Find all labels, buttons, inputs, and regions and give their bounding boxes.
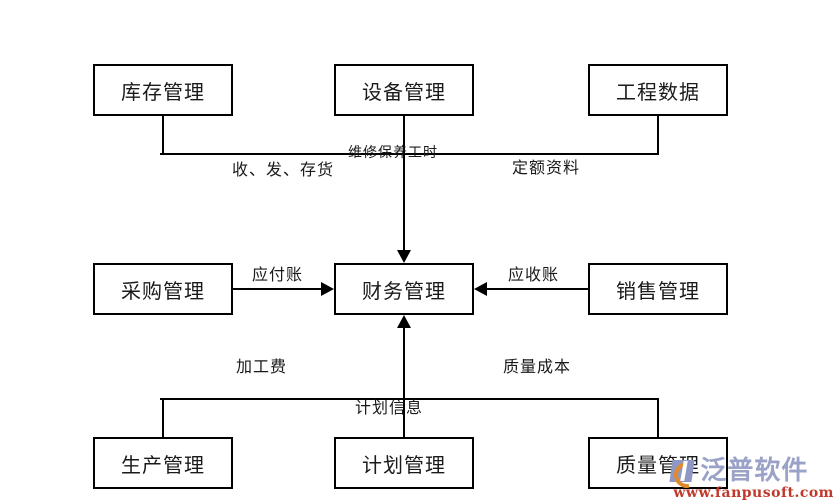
node-equipment[interactable]: 设备管理 (334, 64, 474, 116)
edge-label-quota-data: 定额资料 (512, 158, 581, 177)
arrowhead-bottom-to-finance (397, 315, 411, 328)
edge-label-accounts-payable: 应付账 (252, 265, 304, 284)
node-label: 采购管理 (121, 278, 205, 303)
connector-sales-to-finance (487, 288, 588, 290)
connector-quality-riser (657, 398, 659, 437)
connector-engineering-drop (657, 116, 659, 154)
edge-label-accounts-receivable: 应收账 (508, 265, 560, 284)
node-label: 设备管理 (362, 79, 446, 104)
node-quality[interactable]: 质量管理 (588, 437, 728, 489)
node-label: 计划管理 (362, 452, 446, 477)
arrowhead-top-to-finance (397, 250, 411, 263)
node-label: 工程数据 (616, 79, 700, 104)
node-engineering[interactable]: 工程数据 (588, 64, 728, 116)
connector-top-trunk (403, 153, 405, 250)
connector-production-riser (162, 398, 164, 437)
node-finance[interactable]: 财务管理 (334, 263, 474, 315)
edge-label-maintenance-hours: 维修保养工时 (348, 145, 438, 161)
connector-bottom-bus (160, 398, 659, 400)
connector-planning-riser (403, 398, 405, 437)
connector-bottom-trunk (403, 328, 405, 398)
edge-label-processing-fee: 加工费 (236, 357, 288, 376)
edge-label-quality-cost: 质量成本 (503, 357, 572, 376)
arrowhead-sales-to-finance (474, 282, 487, 296)
connector-top-bus (160, 153, 659, 155)
connector-purchasing-to-finance (233, 288, 321, 290)
arrowhead-purchasing-to-finance (321, 282, 334, 296)
node-label: 销售管理 (616, 278, 700, 303)
node-label: 财务管理 (362, 278, 446, 303)
node-purchasing[interactable]: 采购管理 (93, 263, 233, 315)
node-planning[interactable]: 计划管理 (334, 437, 474, 489)
node-label: 库存管理 (121, 79, 205, 104)
node-sales[interactable]: 销售管理 (588, 263, 728, 315)
edge-label-plan-info: 计划信息 (355, 398, 424, 417)
node-label: 生产管理 (121, 452, 205, 477)
connector-inventory-drop (162, 116, 164, 154)
node-label: 质量管理 (616, 452, 700, 477)
connector-equipment-drop (403, 116, 405, 154)
node-inventory[interactable]: 库存管理 (93, 64, 233, 116)
node-production[interactable]: 生产管理 (93, 437, 233, 489)
edge-label-receive-issue-stock: 收、发、存货 (231, 160, 334, 179)
